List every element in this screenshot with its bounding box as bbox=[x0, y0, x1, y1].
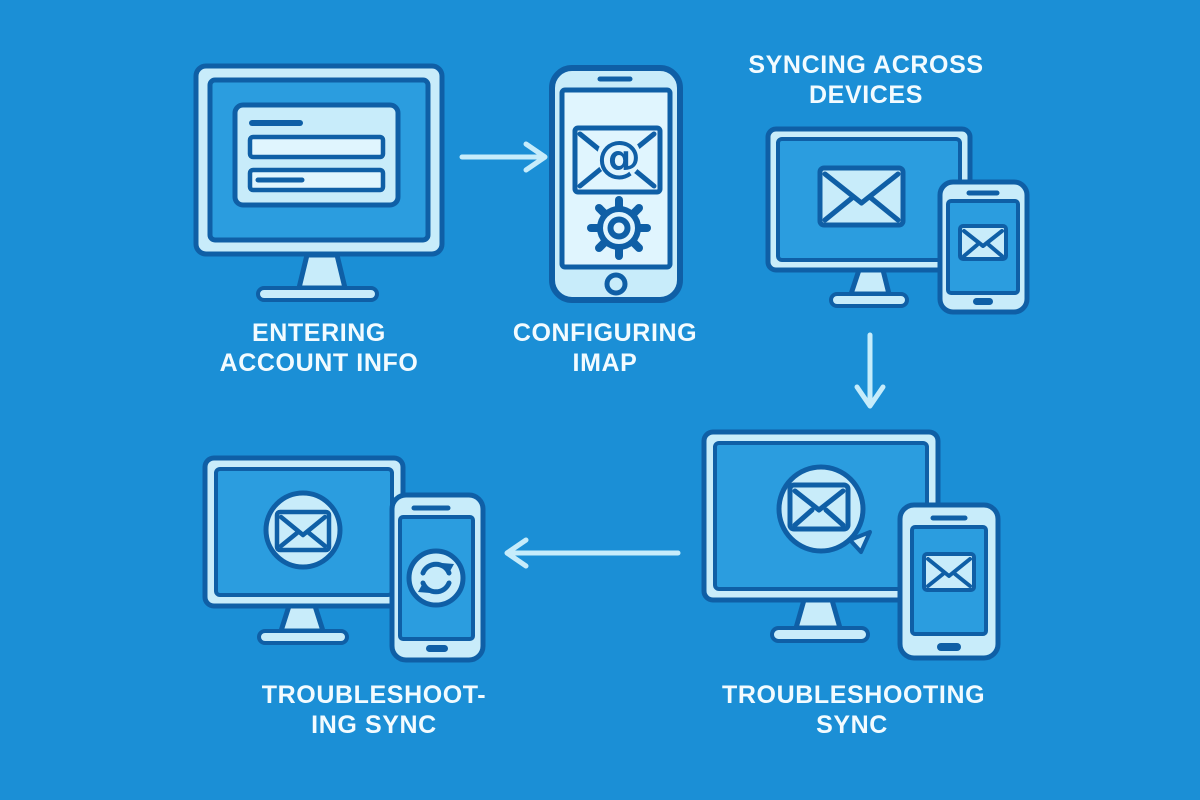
node-label-troubleshooting-sync-again: TROUBLESHOOT- ING SYNC bbox=[244, 680, 504, 740]
phone-home-button bbox=[426, 645, 448, 652]
monitor-stand bbox=[296, 252, 348, 291]
label-line: CONFIGURING bbox=[512, 319, 698, 347]
label-line: SYNC bbox=[816, 711, 888, 739]
envelope-icon bbox=[958, 224, 1008, 261]
form-input-field bbox=[247, 134, 386, 160]
smartphone-mail-icon bbox=[897, 502, 1001, 661]
label-line: TROUBLESHOOT- bbox=[261, 681, 487, 709]
phone-home-button bbox=[937, 643, 961, 651]
monitor-stand bbox=[848, 267, 892, 297]
monitor-base bbox=[829, 292, 909, 308]
envelope-icon bbox=[274, 509, 332, 553]
arrow-left-icon bbox=[504, 537, 681, 569]
monitor-stand bbox=[278, 603, 326, 634]
at-sign-icon: @ bbox=[597, 132, 641, 183]
gear-icon bbox=[587, 196, 651, 260]
desktop-and-phone-mail-icon bbox=[765, 126, 1030, 315]
refresh-icon bbox=[406, 548, 466, 608]
label-line: ENTERING bbox=[252, 319, 386, 347]
desktop-mail-badge-phone-refresh-icon bbox=[202, 455, 486, 663]
login-form-icon bbox=[232, 102, 401, 208]
label-line: DEVICES bbox=[809, 81, 923, 109]
label-line: SYNCING ACROSS bbox=[748, 51, 984, 79]
phone-home-button bbox=[604, 272, 628, 296]
node-label-syncing-across-devices: SYNCING ACROSS DEVICES bbox=[736, 50, 996, 110]
node-label-entering-account-info: ENTERING ACCOUNT INFO bbox=[189, 318, 449, 378]
monitor-base bbox=[257, 629, 349, 645]
smartphone-email-settings-icon: @ bbox=[549, 65, 683, 303]
envelope-icon bbox=[922, 552, 976, 592]
monitor-stand bbox=[793, 597, 843, 631]
monitor-base bbox=[770, 626, 870, 643]
envelope-icon bbox=[817, 165, 906, 228]
smartphone-mail-icon bbox=[937, 179, 1030, 315]
node-label-troubleshooting-sync: TROUBLESHOOTING SYNC bbox=[722, 680, 986, 740]
label-line: IMAP bbox=[572, 349, 638, 377]
mail-badge-icon bbox=[263, 490, 343, 570]
label-line: ACCOUNT INFO bbox=[219, 349, 419, 377]
node-label-configuring-imap: CONFIGURING IMAP bbox=[475, 318, 735, 378]
label-line: TROUBLESHOOTING bbox=[722, 681, 986, 709]
smartphone-refresh-icon bbox=[389, 492, 486, 663]
form-input-field bbox=[247, 167, 386, 193]
envelope-at-icon: @ bbox=[572, 125, 663, 195]
mail-sync-badge-icon bbox=[776, 464, 872, 554]
arrow-right-icon bbox=[459, 141, 548, 173]
desktop-login-form-icon bbox=[193, 63, 445, 302]
badge-tail bbox=[848, 530, 872, 554]
desktop-mail-badge-phone-mail-icon bbox=[701, 429, 1001, 661]
arrow-down-icon bbox=[854, 332, 886, 409]
monitor-base bbox=[256, 286, 379, 302]
envelope-icon bbox=[787, 482, 851, 532]
label-line: ING SYNC bbox=[311, 711, 437, 739]
phone-home-button bbox=[973, 298, 993, 305]
